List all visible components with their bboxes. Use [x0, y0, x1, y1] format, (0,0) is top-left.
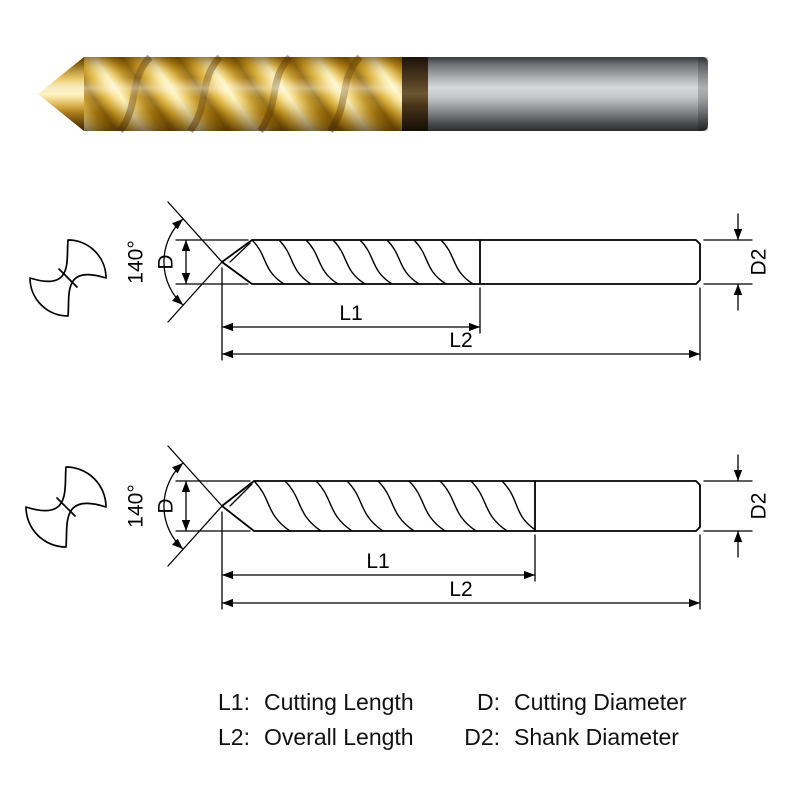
d-extension-lines [175, 480, 251, 532]
angle-label-1: 140° [125, 240, 148, 283]
angle-arc [163, 218, 184, 306]
angle-lines [167, 201, 223, 323]
l1-extension-lines [221, 267, 481, 361]
point-angle-annotation-2 [163, 445, 223, 567]
legend: L1: Cutting Length D: Cutting Diameter L… [204, 688, 687, 751]
l1-extension-lines [221, 511, 536, 610]
d-extension-lines [175, 239, 249, 285]
shank-outline-2 [534, 480, 701, 532]
legend-value-shank-diameter: Shank Diameter [514, 724, 679, 750]
legend-value-overall-length: Overall Length [264, 724, 414, 750]
angle-arc [163, 462, 184, 550]
flute-spiral-lines-2 [253, 480, 535, 532]
dimension-d2-1 [703, 213, 753, 311]
l1-label-2: L1 [366, 550, 389, 573]
technical-drawing-2: 140° D L1 L2 [25, 445, 771, 610]
drill-diagram-canvas: 140° D L1 L2 [25, 54, 771, 610]
d-label-2: D [155, 498, 178, 513]
drill-photo-shank [428, 57, 708, 131]
drill-outline-1 [221, 239, 701, 285]
chisel-edge-line [56, 497, 76, 517]
legend-key-l2: L2: [218, 724, 250, 750]
drill-outline-2 [221, 480, 701, 532]
legend-key-d: D: [477, 689, 500, 715]
d-label-1: D [155, 254, 178, 269]
legend-key-d2: D2: [464, 724, 500, 750]
legend-key-l1: L1: [218, 689, 250, 715]
point-angle-annotation-1 [163, 201, 223, 323]
dimension-l2-1 [221, 287, 701, 361]
drill-photo-shading [38, 57, 402, 131]
l1-label-1: L1 [339, 302, 362, 325]
end-view-2 [25, 466, 107, 548]
l2-label-1: L2 [449, 329, 472, 352]
dimension-l1-2 [221, 511, 536, 610]
drill-photo-junction [402, 57, 428, 131]
angle-lines [167, 445, 223, 567]
d2-extension-lines [703, 239, 753, 285]
technical-drawing-1: 140° D L1 L2 [29, 201, 771, 361]
d2-extension-lines [703, 480, 753, 532]
dimension-d-2 [175, 480, 251, 532]
chisel-edge-line [58, 268, 78, 288]
d2-label-2: D2 [748, 493, 771, 520]
end-view-1 [29, 239, 107, 317]
angle-label-2: 140° [125, 484, 148, 527]
product-photo [38, 54, 708, 134]
legend-value-cutting-length: Cutting Length [264, 689, 414, 715]
dimension-l1-1 [221, 267, 481, 361]
dimension-l2-2 [221, 534, 701, 610]
tip-lip-line-1 [229, 242, 251, 263]
drill-photo-shank-end [698, 57, 708, 131]
l2-label-2: L2 [449, 578, 472, 601]
tip-lip-line-2 [229, 483, 253, 507]
dimension-d2-2 [703, 454, 753, 558]
flute-spiral-lines-1 [251, 239, 474, 285]
d2-label-1: D2 [748, 249, 771, 276]
legend-value-cutting-diameter: Cutting Diameter [514, 689, 687, 715]
dimension-d-1 [175, 239, 249, 285]
shank-outline-1 [479, 239, 701, 285]
